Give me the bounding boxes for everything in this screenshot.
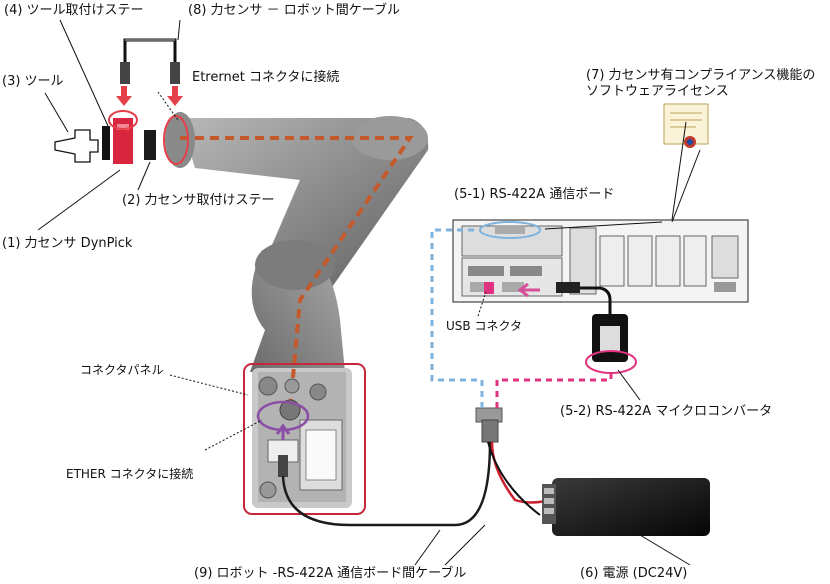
- rs422-pink-route: [495, 372, 613, 408]
- internal-cable-route: [180, 136, 414, 411]
- label-sensor-cable: (8) 力センサ － ロボット間ケーブル: [188, 3, 401, 18]
- dotted-leaders: [157, 91, 487, 451]
- tool-icon: [54, 129, 99, 163]
- label-software-license: (7) 力センサ有コンプライアンス機能の ソフトウェアライセンス: [586, 68, 816, 100]
- license-leader: [671, 149, 701, 223]
- ether-arrow: [275, 423, 291, 440]
- power-supply: [542, 478, 710, 536]
- tool-stay: [102, 126, 110, 160]
- label-etrernet: Etrernet コネクタに接続: [192, 70, 340, 85]
- label-tool: (3) ツール: [2, 74, 64, 89]
- label-robot-cable: (9) ロボット -RS-422A 通信ボード間ケーブル: [194, 566, 467, 581]
- robot-rs422-cable: [281, 441, 492, 527]
- sensor-highlight: [108, 110, 138, 130]
- label-micro-converter: (5-2) RS-422A マイクロコンバータ: [560, 404, 773, 419]
- dsub-connector: [475, 407, 503, 443]
- label-tool-stay: (4) ツール取付けステー: [4, 3, 144, 18]
- label-usb: USB コネクタ: [446, 319, 522, 333]
- usb-cable: [575, 286, 612, 315]
- label-sensor-stay: (2) 力センサ取付けステー: [122, 193, 275, 208]
- power-cable-black: [487, 441, 541, 516]
- leader-lines: [37, 19, 691, 566]
- usb-arrow: [517, 282, 540, 298]
- rs422-board-highlight: [479, 221, 541, 239]
- sensor-cable: [123, 38, 177, 62]
- label-rs422-board: (5-1) RS-422A 通信ボード: [454, 187, 615, 202]
- sensor-stay: [144, 130, 156, 160]
- rs422-blue-route: [430, 228, 484, 408]
- usb-port: [484, 282, 494, 294]
- red-arrow-left: [116, 86, 132, 106]
- connector-panel: [258, 376, 343, 499]
- red-arrow-right: [167, 86, 183, 106]
- label-connector-panel: コネクタパネル: [80, 363, 164, 377]
- label-software-license-line2: ソフトウェアライセンス: [586, 84, 729, 99]
- label-power: (6) 電源 (DC24V): [580, 566, 688, 581]
- label-ether: ETHER コネクタに接続: [66, 467, 194, 481]
- label-software-license-line1: (7) 力センサ有コンプライアンス機能の: [586, 68, 816, 83]
- software-license-icon: [663, 103, 709, 148]
- micro-converter: [592, 314, 628, 362]
- etrernet-highlight: [163, 115, 189, 165]
- label-dynpick: (1) 力センサ DynPick: [2, 236, 133, 251]
